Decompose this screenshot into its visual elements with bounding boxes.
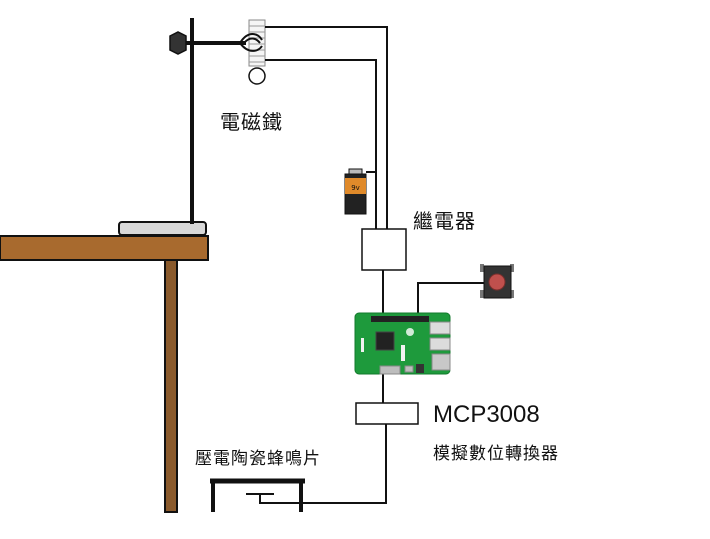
battery: 9v <box>344 168 367 215</box>
piezo-label: 壓電陶瓷蜂鳴片 <box>195 449 321 469</box>
piezo-lead <box>259 494 296 504</box>
adc-label: MCP3008 <box>433 401 540 428</box>
pi-ethernet-port <box>431 353 451 371</box>
button-pin <box>510 290 514 298</box>
battery-marking: 9v <box>351 184 360 192</box>
relay-label: 繼電器 <box>413 209 476 233</box>
pi-gpio-header <box>371 316 429 322</box>
coil-body <box>248 19 266 67</box>
retort-stand <box>118 18 246 236</box>
pi-ribbon-connector <box>361 338 364 352</box>
pi-audio-jack <box>416 364 424 373</box>
button-pin <box>510 264 514 272</box>
battery-label-band <box>345 178 366 194</box>
pi-usb-port <box>429 321 451 335</box>
pi-hdmi-port <box>379 365 401 375</box>
raspberry-pi-board <box>354 312 451 375</box>
wires <box>265 26 484 504</box>
clamp-fingers <box>239 33 263 52</box>
pi-usb-port <box>429 337 451 351</box>
clamp-knob-icon <box>169 31 187 55</box>
electromagnet <box>239 19 266 85</box>
wire-coil-relay-1 <box>265 26 388 229</box>
piezo-buzzer <box>210 478 305 512</box>
table-leg <box>164 259 178 513</box>
wire-adc-piezo <box>296 424 387 504</box>
adc-chip <box>355 402 419 425</box>
table <box>0 235 209 513</box>
stand-base <box>118 221 207 236</box>
button-pin <box>480 290 484 298</box>
pi-logo-icon <box>406 328 414 336</box>
adc-description-label: 模擬數位轉換器 <box>433 444 559 464</box>
button-pin <box>480 264 484 272</box>
steel-ball <box>248 67 266 85</box>
button-cap <box>488 273 506 291</box>
battery-terminal <box>348 168 363 175</box>
push-button <box>480 264 514 299</box>
table-top <box>0 235 209 261</box>
wire-button-pi <box>417 282 484 316</box>
wire-battery-relay <box>366 171 377 182</box>
pi-power-port <box>404 365 414 373</box>
pi-ribbon-connector <box>401 345 405 361</box>
relay-box <box>361 228 407 271</box>
pi-processor <box>375 331 395 351</box>
electromagnet-label: 電磁鐵 <box>220 110 283 134</box>
